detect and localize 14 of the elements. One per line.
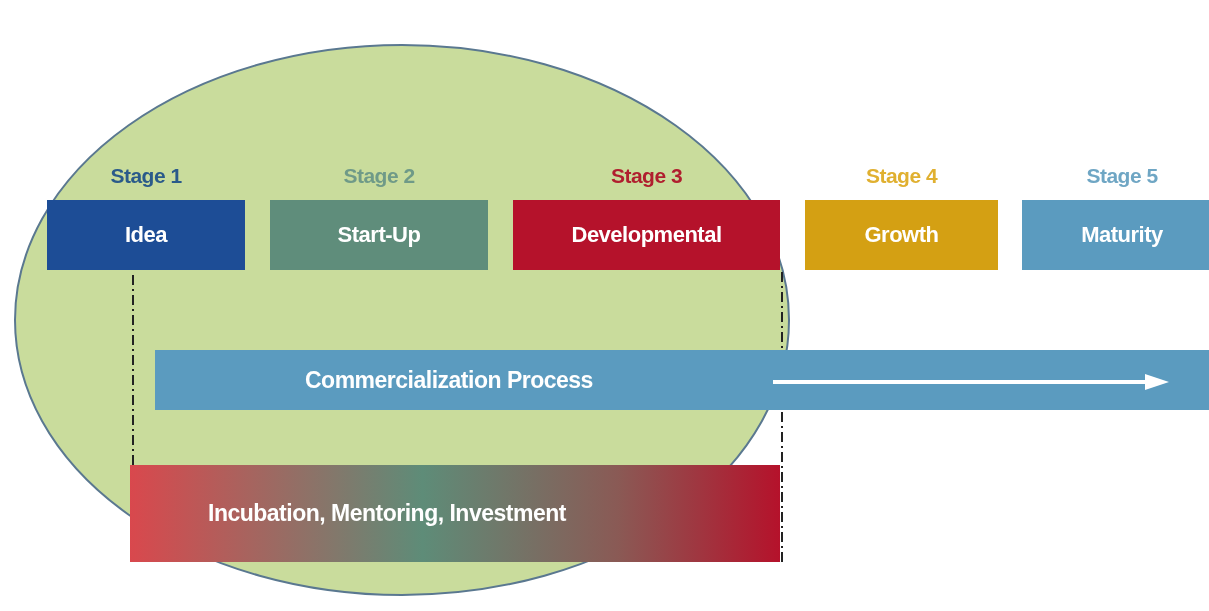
stage-heading: Stage 5 [1085, 163, 1159, 189]
stage-heading: Stage 3 [609, 163, 684, 189]
stage-box: Maturity [1022, 200, 1209, 270]
process-bar [155, 350, 1209, 410]
stage-heading: Stage 2 [342, 163, 416, 189]
bar-label: Commercialization Process [304, 366, 593, 394]
stage-heading: Stage 4 [864, 163, 939, 189]
stage-box: Start-Up [270, 200, 488, 270]
stage-heading: Stage 1 [109, 163, 183, 189]
support-bar [130, 465, 780, 562]
stage-box: Idea [47, 200, 245, 270]
stage-box: Growth [805, 200, 998, 270]
bar-label: Incubation, Mentoring, Investment [207, 500, 566, 527]
stage-box: Developmental [513, 200, 780, 270]
